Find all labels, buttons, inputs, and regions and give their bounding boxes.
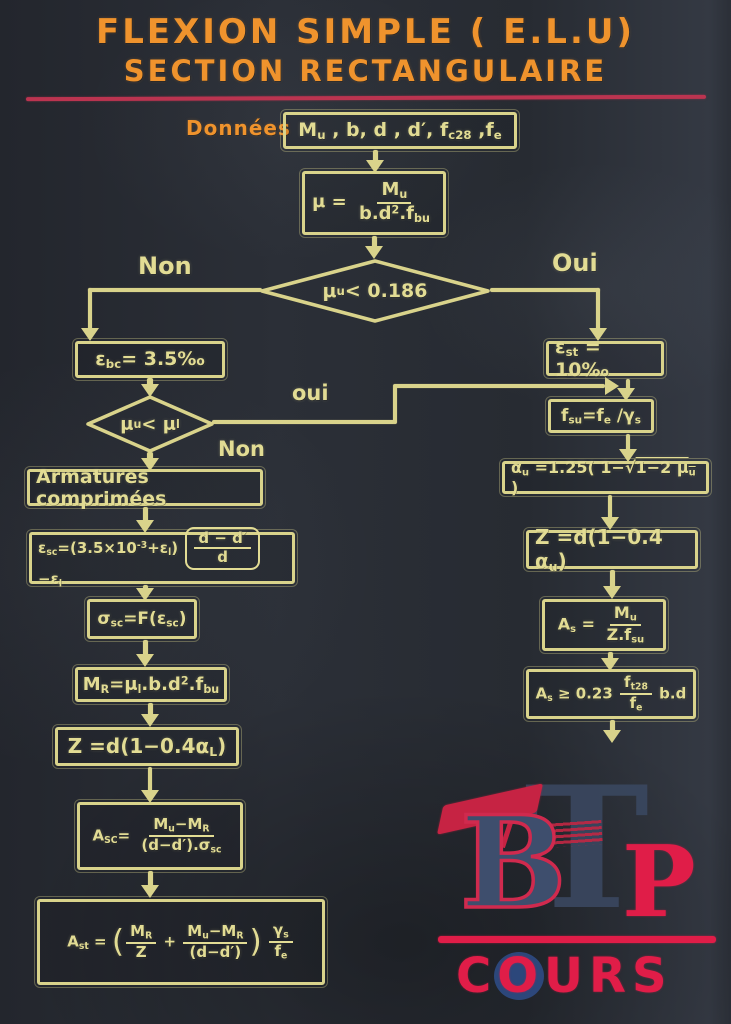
connector-zleft-asc — [148, 767, 152, 792]
connector-decision2-armatures — [147, 452, 153, 460]
node-data-inputs: Mu , b, d , d′, fc28 ,fe — [280, 109, 520, 152]
z-left-text: Z =d(1−0.4αL) — [67, 733, 227, 760]
arrowhead-ebc-decision2 — [141, 384, 159, 397]
arrowhead-data-mu — [366, 160, 384, 173]
mr-text: MR=μl.b.d2.fbu — [82, 673, 220, 696]
data-label: Données — [186, 116, 291, 140]
arrowhead-mr-zleft — [141, 714, 159, 727]
diamond-shape — [260, 259, 490, 323]
title-divider-line — [25, 94, 707, 102]
node-esc: εsc=(3.5×10-3+εl) d − d′d −εl — [26, 527, 298, 589]
arrowhead-oui2-right — [605, 377, 619, 395]
esc-text: εsc=(3.5×10-3+εl) d − d′d −εl — [38, 527, 286, 589]
connector-est-fsu — [626, 379, 630, 390]
arrowhead-asmin-end — [603, 730, 621, 743]
connector-zright-as — [610, 570, 615, 588]
connector-asmin-end — [610, 720, 615, 732]
arrowhead-armatures-esc — [136, 520, 154, 533]
arrowhead-esc-ssc — [136, 588, 154, 601]
branch1-yes-label: Oui — [552, 249, 598, 277]
connector-oui-vertical — [596, 288, 600, 330]
alpha-u-text: αu =1.25( 1−√1−2 μu ) — [511, 457, 696, 498]
connector-esc-ssc — [143, 585, 148, 590]
connector-data-mu — [373, 150, 378, 162]
connector-mr-zleft — [148, 703, 153, 716]
connector-as-asmin — [608, 652, 613, 660]
arrowhead-est-fsu — [617, 388, 635, 401]
node-asc: ASC= Mu−MR(d−d′).σsc — [74, 799, 246, 873]
connector-oui2-upper — [393, 384, 605, 388]
branch2-yes-label: oui — [292, 381, 329, 405]
branch2-no-label: Non — [218, 437, 265, 461]
arrowhead-ssc-mr — [136, 654, 154, 667]
logo-letter-p: P — [622, 825, 696, 940]
data-inputs-text: Mu , b, d , d′, fc28 ,fe — [298, 119, 502, 142]
arrowhead-decision2-armatures — [141, 458, 159, 471]
logo-letter-t: T — [524, 749, 650, 947]
node-mr: MR=μl.b.d2.fbu — [72, 664, 230, 705]
z-right-text: Z =d(1−0.4 αu) — [535, 524, 663, 575]
node-ebc: εbc= 3.5‰ — [72, 338, 228, 381]
node-alpha-u: αu =1.25( 1−√1−2 μu ) — [499, 457, 712, 498]
armatures-text: Armatures comprimées — [36, 465, 167, 510]
node-fsu: fsu=fe /γs — [545, 396, 657, 436]
page-title-line1: FLEXION SIMPLE ( E.L.U) — [95, 12, 636, 52]
arrowhead-non-ebc — [81, 328, 99, 341]
est-text: εst = 10‰ — [555, 336, 609, 381]
arrowhead-oui-est — [589, 328, 607, 341]
connector-ebc-decision2 — [147, 378, 153, 386]
connector-mu-decision1 — [372, 236, 377, 248]
logo-cours-text: COURS — [456, 948, 673, 1004]
connector-asc-ast — [148, 871, 153, 887]
asc-text: ASC= Mu−MR(d−d′).σsc — [92, 815, 222, 856]
ssc-text: σsc=F(εsc) — [97, 608, 187, 630]
logo-o-dot-decoration — [494, 952, 544, 1000]
node-ssc: σsc=F(εsc) — [84, 596, 200, 642]
connector-alpha-zright — [608, 495, 612, 519]
arrowhead-zleft-asc — [141, 790, 159, 803]
connector-oui-horizontal — [490, 288, 600, 292]
node-est: εst = 10‰ — [543, 336, 667, 381]
page-title-line2: SECTION RECTANGULAIRE — [123, 54, 608, 88]
connector-armatures-esc — [143, 507, 148, 522]
ebc-text: εbc= 3.5‰ — [95, 348, 205, 371]
connector-oui2-riser — [393, 386, 397, 424]
logo-letter-b: B — [458, 789, 568, 937]
connector-non-horizontal — [88, 288, 262, 292]
node-z-right: Z =d(1−0.4 αu) — [523, 525, 701, 574]
arrowhead-alpha-zright — [601, 517, 619, 530]
node-z-left: Z =d(1−0.4αL) — [52, 724, 242, 769]
arrowhead-zright-as — [603, 586, 621, 599]
node-armatures: Armatures comprimées — [24, 466, 266, 510]
arrowhead-as-asmin — [601, 658, 619, 671]
connector-oui2-lower — [212, 420, 395, 424]
connector-fsu-alpha — [626, 434, 630, 452]
diamond-shape — [86, 395, 214, 453]
arrowhead-fsu-alpha — [619, 449, 637, 462]
connector-ssc-mr — [143, 640, 148, 656]
fsu-text: fsu=fe /γs — [561, 405, 641, 427]
logo-underline — [438, 936, 716, 943]
arrowhead-asc-ast — [141, 885, 159, 898]
arrowhead-mu-decision1 — [365, 246, 383, 259]
connector-non-vertical — [88, 288, 92, 330]
branch1-no-label: Non — [138, 252, 192, 280]
btp-cours-logo: T B P COURS — [437, 764, 725, 1022]
